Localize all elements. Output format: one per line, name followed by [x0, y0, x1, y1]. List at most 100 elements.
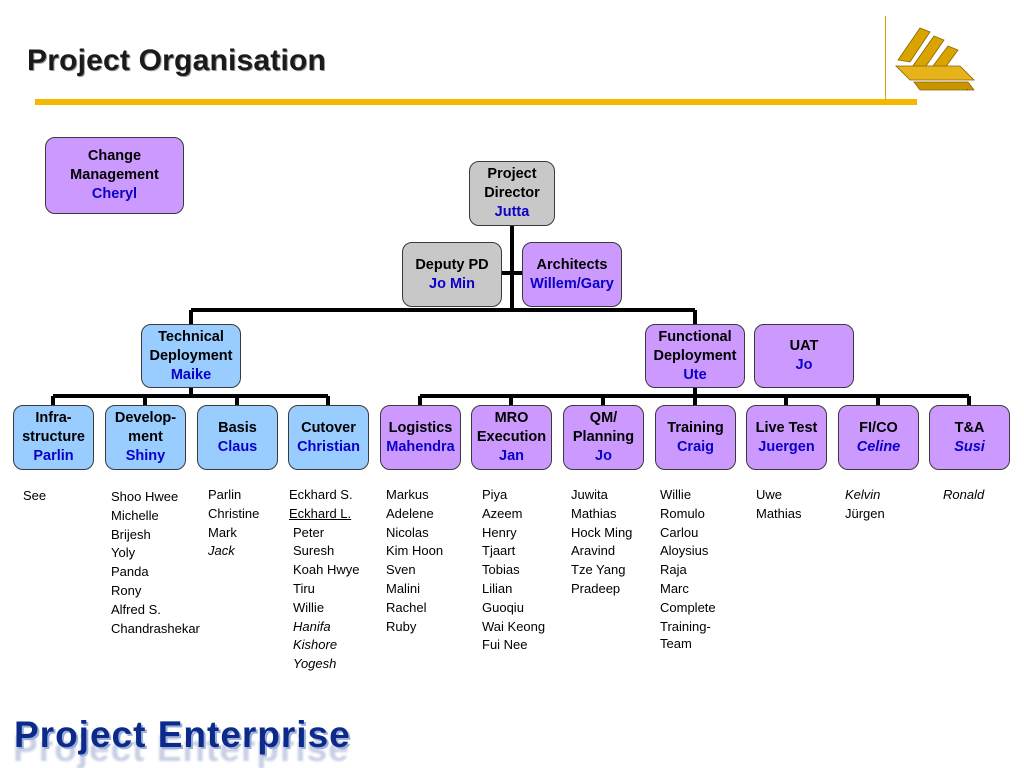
- box-person-name: Mahendra: [386, 438, 455, 455]
- team-member: Team: [660, 635, 692, 651]
- team-member: Aravind: [571, 543, 616, 559]
- team-member: Hanifa: [293, 618, 331, 634]
- box-development: Develop- ment Shiny: [105, 405, 186, 470]
- team-member: Tiru: [293, 580, 315, 596]
- team-member: Mathias: [571, 505, 617, 521]
- team-member: Kishore: [293, 637, 338, 653]
- team-member: Nicolas: [386, 524, 429, 540]
- team-member: Aloysius: [660, 543, 709, 559]
- box-person-name: Jo Min: [429, 275, 475, 292]
- team-member: Chandrashekar: [111, 620, 200, 636]
- box-logistics: Logistics Mahendra: [380, 405, 461, 470]
- box-person-name: Maike: [170, 366, 212, 383]
- team-list-development: Shoo Hwee Michelle Brijesh Yoly Panda Ro…: [111, 488, 200, 638]
- team-member: Raja: [660, 562, 687, 578]
- box-live-test: Live Test Juergen: [746, 405, 827, 470]
- box-person-name: Claus: [217, 438, 258, 455]
- team-member: Rachel: [386, 599, 427, 615]
- box-person-name: Jo: [795, 357, 813, 373]
- logo-divider: [885, 16, 886, 100]
- team-member: Fui Nee: [482, 637, 528, 653]
- team-member: Peter: [293, 524, 325, 540]
- team-member: Willie: [293, 599, 325, 615]
- box-person-name: Susi: [954, 438, 985, 455]
- team-list-mro: Piya Azeem Henry Tjaart Tobias Lilian Gu…: [482, 486, 545, 655]
- box-qm-planning: QM/ Planning Jo: [563, 405, 644, 470]
- box-person-name: Ute: [683, 366, 707, 383]
- team-member: See: [23, 488, 47, 503]
- team-list-qm: Juwita Mathias Hock Ming Aravind Tze Yan…: [571, 486, 632, 599]
- title-underline: [35, 99, 917, 105]
- team-member: Adelene: [386, 505, 434, 521]
- team-list-ta: Ronald: [943, 486, 984, 505]
- box-cutover: Cutover Christian: [288, 405, 369, 470]
- team-member: Ruby: [386, 618, 417, 634]
- team-member: Mathias: [756, 505, 802, 521]
- team-member: Wai Keong: [482, 618, 546, 634]
- team-member: Kim Hoon: [386, 543, 444, 559]
- company-logo-icon: [895, 27, 975, 91]
- box-architects: Architects Willem/Gary: [522, 242, 622, 307]
- team-list-basis: Parlin Christine Mark Jack: [208, 486, 259, 561]
- team-member: Jürgen: [845, 505, 885, 521]
- team-member: Henry: [482, 524, 517, 540]
- team-list-fico: Kelvin Jürgen: [845, 486, 885, 524]
- team-member: Pradeep: [571, 580, 621, 596]
- box-fico: FI/CO Celine: [838, 405, 919, 470]
- team-member: Jack: [208, 543, 235, 559]
- footer-project-enterprise-logo: Project Enterprise: [14, 714, 351, 755]
- box-person-name: Jutta: [494, 204, 530, 220]
- team-member: Marc: [660, 580, 689, 596]
- team-member: Parlin: [208, 487, 242, 502]
- team-member: Yogesh: [293, 656, 337, 672]
- team-member: Juwita: [571, 487, 608, 502]
- box-functional-deployment: Functional Deployment Ute: [645, 324, 745, 388]
- team-member: Piya: [482, 487, 508, 502]
- box-training: Training Craig: [655, 405, 736, 470]
- team-member: Eckhard L.: [289, 505, 352, 521]
- team-member: Michelle: [111, 507, 159, 523]
- box-person-name: Juergen: [758, 438, 815, 455]
- team-member: Romulo: [660, 505, 705, 521]
- box-person-name: Craig: [676, 438, 715, 455]
- box-person-name: Celine: [856, 438, 901, 455]
- box-change-management: Change Management Cheryl: [45, 137, 184, 214]
- team-list-infra: See: [23, 487, 46, 506]
- team-member: Ronald: [943, 487, 985, 502]
- team-member: Uwe: [756, 487, 783, 502]
- team-member: Suresh: [293, 543, 335, 559]
- box-person-name: Jo: [595, 448, 612, 464]
- team-member: Eckhard S.: [289, 487, 353, 502]
- box-deputy-pd: Deputy PD Jo Min: [402, 242, 502, 307]
- box-infrastructure: Infra- structure Parlin: [13, 405, 94, 470]
- box-person-name: Parlin: [33, 448, 74, 464]
- team-member: Guoqiu: [482, 599, 524, 615]
- team-member: Malini: [386, 580, 420, 596]
- team-member: Rony: [111, 582, 142, 598]
- team-member: Azeem: [482, 505, 523, 521]
- box-project-director: Project Director Jutta: [469, 161, 555, 226]
- logo-dot: .: [966, 82, 969, 92]
- team-member: Alfred S.: [111, 601, 161, 617]
- box-technical-deployment: Technical Deployment Maike: [141, 324, 241, 388]
- box-person-name: Shiny: [125, 448, 166, 464]
- team-member: Kelvin: [845, 487, 881, 502]
- team-member: Complete: [660, 599, 716, 615]
- box-basis: Basis Claus: [197, 405, 278, 470]
- team-member: Shoo Hwee: [111, 489, 179, 504]
- team-list-logistics: Markus Adelene Nicolas Kim Hoon Sven Mal…: [386, 486, 443, 636]
- box-person-name: Christian: [297, 438, 360, 455]
- team-member: Willie: [660, 487, 692, 502]
- box-ta: T&A Susi: [929, 405, 1010, 470]
- team-member: Training-: [660, 618, 711, 634]
- box-uat: UAT Jo: [754, 324, 854, 388]
- page-title: Project Organisation: [27, 44, 327, 77]
- team-member: Sven: [386, 562, 416, 578]
- team-member: Christine: [208, 505, 260, 521]
- box-person-name: Willem/Gary: [530, 275, 614, 292]
- team-list-live-test: Uwe Mathias: [756, 486, 802, 524]
- team-member: Hock Ming: [571, 524, 633, 540]
- box-person-name: Cheryl: [91, 186, 138, 202]
- team-member: Tobias: [482, 562, 520, 578]
